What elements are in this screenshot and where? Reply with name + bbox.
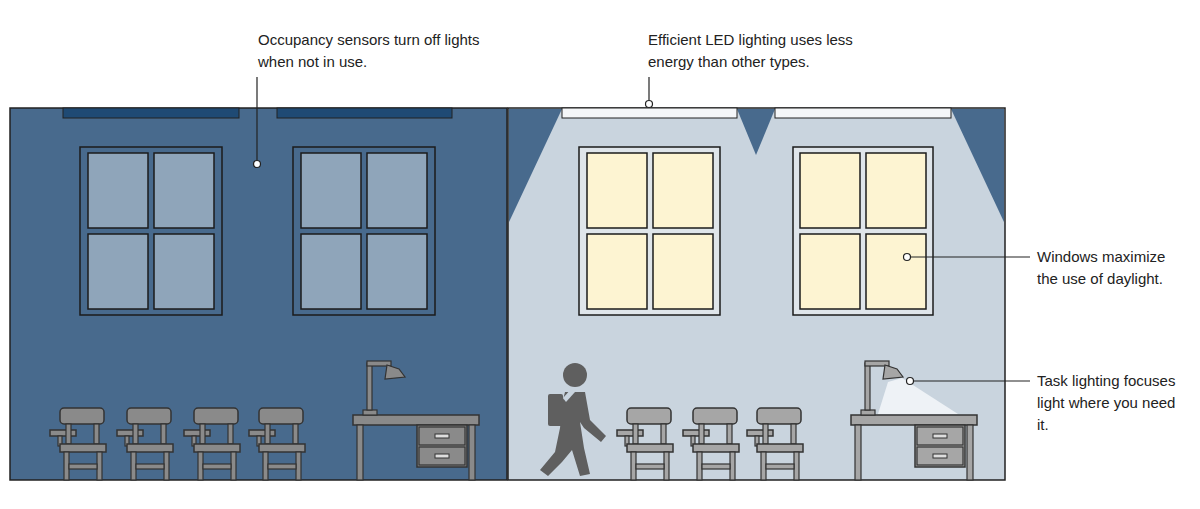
callout-text: Occupancy sensors turn off lights when n… (258, 29, 484, 73)
callout-text: Windows maximize the use of daylight. (1037, 246, 1189, 290)
callout-text: Task lighting focuses light where you ne… (1037, 370, 1179, 436)
callout-text: Efficient LED lighting uses less energy … (648, 29, 870, 73)
